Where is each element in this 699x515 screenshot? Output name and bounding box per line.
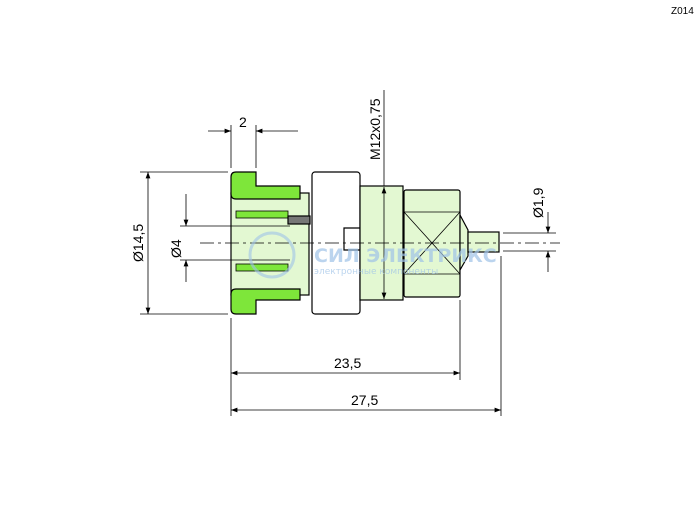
watermark-subtitle: электронные компоненты [314, 267, 438, 277]
dim-thread: M12x0,75 [367, 98, 383, 160]
watermark: СИЛ ЭЛЕКТРИКС электронные компоненты [248, 231, 497, 279]
dim-pin-diameter: Ø1,9 [530, 187, 546, 218]
watermark-logo-icon [248, 231, 296, 279]
dim-flange-width: 2 [239, 114, 247, 130]
insulator-cap [230, 192, 310, 296]
dim-length-body: 23,5 [334, 355, 361, 371]
dim-bore-diameter: Ø4 [168, 239, 184, 258]
watermark-title: СИЛ ЭЛЕКТРИКС [314, 245, 497, 267]
dim-outer-diameter: Ø14,5 [130, 224, 146, 262]
insulator-flange-top [230, 171, 301, 200]
drawing-code: Z014 [671, 6, 694, 17]
tip-cone [459, 214, 469, 273]
dim-length-total: 27,5 [351, 392, 378, 408]
insulator-flange-bottom [230, 288, 301, 315]
dimension-lines [140, 90, 556, 416]
pin [467, 231, 500, 253]
